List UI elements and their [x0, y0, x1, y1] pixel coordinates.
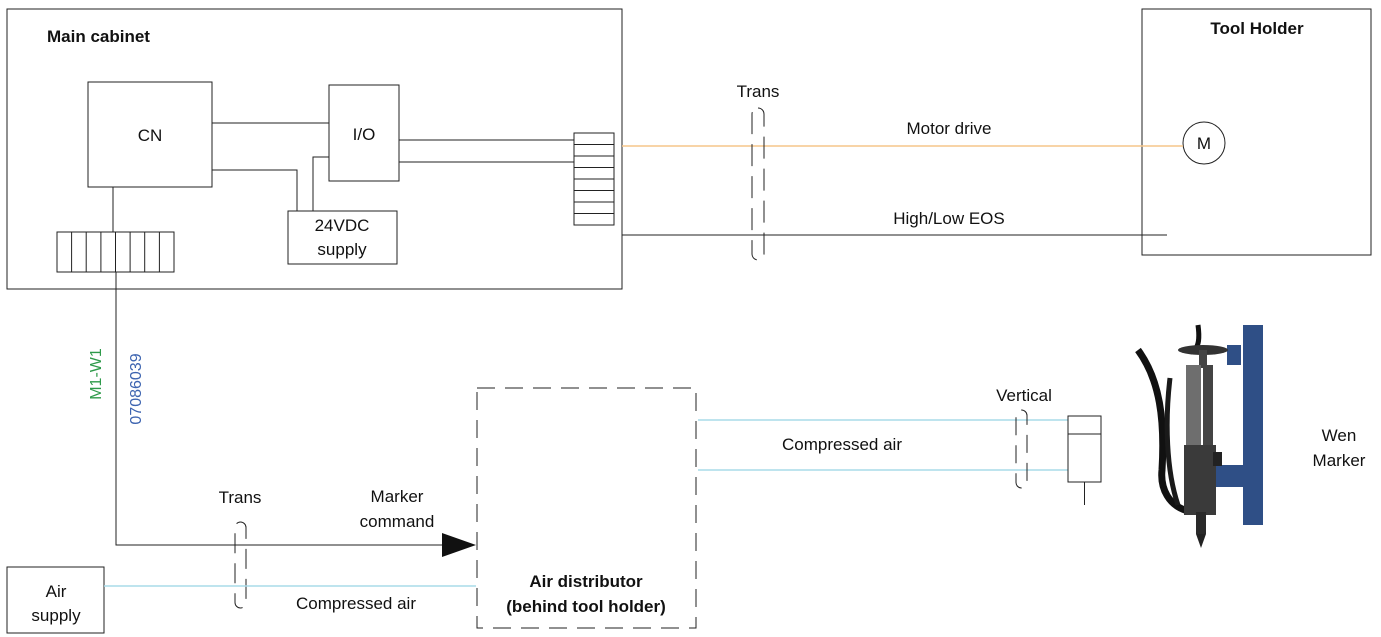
marker-label-line1: Wen: [1322, 426, 1357, 445]
main-cabinet-title: Main cabinet: [47, 27, 150, 46]
motor-symbol: [1182, 121, 1226, 165]
io-power-wire: [312, 156, 329, 211]
power-supply-label-line2: supply: [317, 240, 367, 259]
compressed-air-lower-label: Compressed air: [296, 594, 416, 613]
power-supply-box: [287, 210, 398, 265]
motor-drive-label: Motor drive: [906, 119, 991, 138]
cable-id: M1-W1: [88, 348, 105, 400]
io-label: I/O: [353, 125, 376, 144]
air-distributor-label-line2: (behind tool holder): [506, 597, 666, 616]
cn-box: [87, 81, 213, 188]
cn-power-wire: [212, 169, 298, 211]
air-supply-label-line1: Air: [46, 582, 67, 601]
marker-command-label-line1: Marker: [371, 487, 424, 506]
compressed-air-upper-label: Compressed air: [782, 435, 902, 454]
air-distributor-label-line1: Air distributor: [529, 572, 643, 591]
pneumatic-cylinder-symbol: [1067, 415, 1102, 505]
trans-top-label: Trans: [737, 82, 780, 101]
marker-command-wire: [115, 272, 442, 546]
tool-holder-box: [1141, 8, 1372, 256]
marker-device-image: [1135, 324, 1263, 548]
cn-label: CN: [138, 126, 163, 145]
marker-command-arrow: [442, 533, 476, 557]
cable-part-number: 07086039: [128, 353, 145, 424]
trans-top-symbol: [751, 107, 765, 261]
vertical-label: Vertical: [996, 386, 1052, 405]
air-distributor-box: [476, 387, 697, 629]
air-supply-box: [6, 566, 105, 634]
cabinet-connector: [573, 132, 615, 226]
tool-holder-title: Tool Holder: [1210, 19, 1304, 38]
eos-label: High/Low EOS: [893, 209, 1005, 228]
vertical-trans-symbol: [1015, 409, 1028, 489]
marker-label-line2: Marker: [1313, 451, 1366, 470]
trans-bottom-label: Trans: [219, 488, 262, 507]
air-supply-label-line2: supply: [31, 606, 81, 625]
motor-label: M: [1197, 134, 1211, 153]
terminal-block: [56, 231, 175, 273]
marker-command-label-line2: command: [360, 512, 435, 531]
power-supply-label-line1: 24VDC: [315, 216, 370, 235]
io-box: [328, 84, 400, 182]
trans-bottom-symbol: [234, 521, 247, 609]
main-cabinet-box: [6, 8, 623, 290]
